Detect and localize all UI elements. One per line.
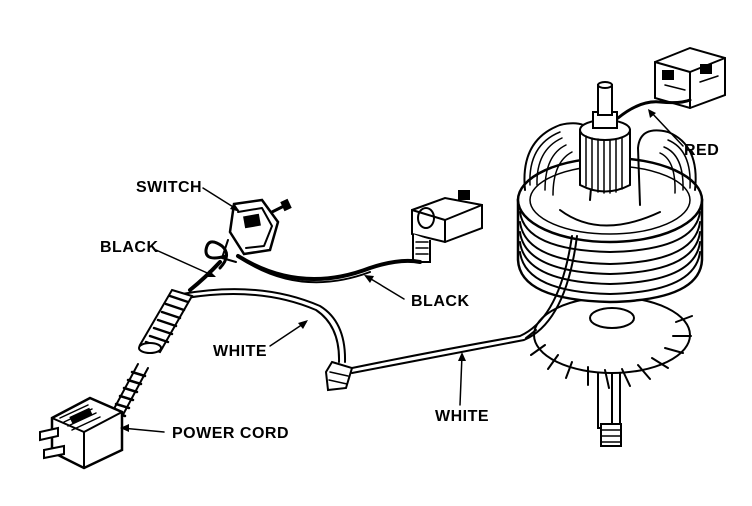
white-wire-to-motor: [351, 235, 573, 369]
wire-nut: [324, 360, 354, 392]
label-power-cord: POWER CORD: [172, 425, 289, 442]
label-white-bottom: WHITE: [435, 408, 489, 425]
white-wire-cord: [181, 288, 347, 363]
label-switch: SWITCH: [136, 179, 202, 196]
black-wire-cord: [188, 260, 222, 292]
label-white-left: WHITE: [213, 343, 267, 360]
strain-relief: [138, 288, 194, 354]
motor-terminal-connector: [654, 46, 726, 110]
switch: [221, 198, 292, 263]
black-wire-loop: [204, 240, 228, 270]
label-black-right: BLACK: [411, 293, 470, 310]
armature: [579, 81, 631, 194]
label-red: RED: [684, 142, 719, 159]
red-wire: [616, 98, 692, 120]
power-plug: [39, 396, 124, 470]
black-wire-switch-to-motor: [236, 254, 422, 282]
label-black-top: BLACK: [100, 239, 159, 256]
leader-lines: [120, 109, 684, 433]
power-cord: [107, 363, 149, 425]
field-windings: [523, 122, 697, 227]
wire-connector-block: [411, 190, 483, 263]
